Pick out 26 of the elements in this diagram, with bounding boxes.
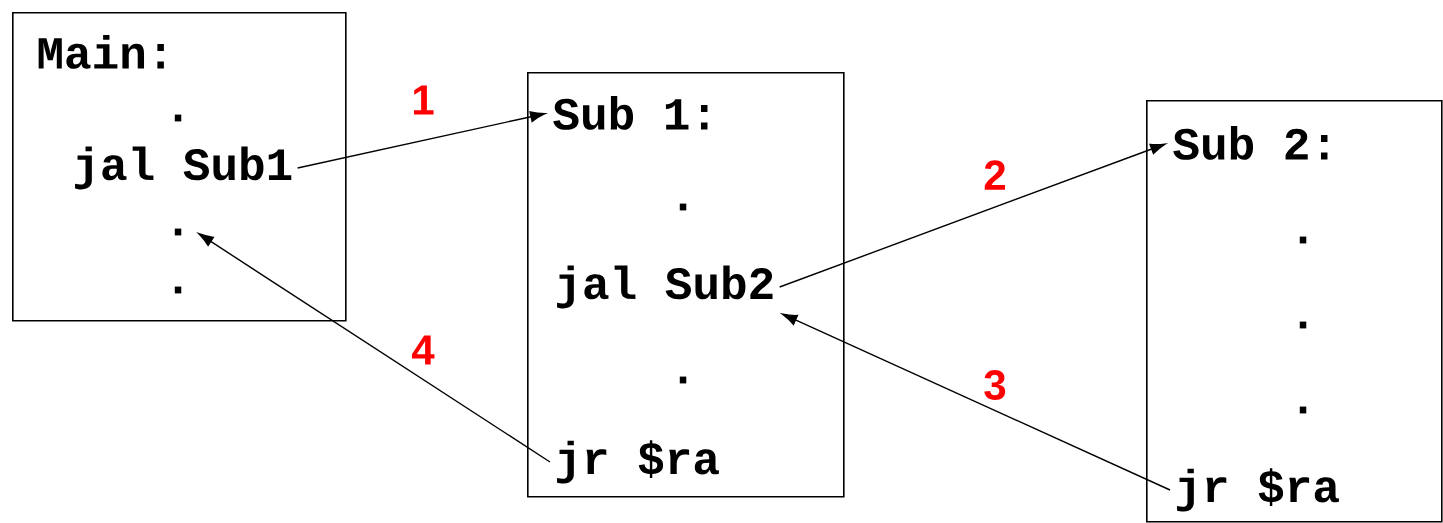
code-line: jal Sub2	[557, 265, 773, 309]
code-line: jr $ra	[557, 440, 719, 484]
code-line: .	[1299, 236, 1307, 244]
code-line: jr $ra	[1177, 468, 1339, 512]
step-number: 1	[413, 85, 434, 115]
arrow	[296, 111, 546, 169]
code-line: .	[174, 228, 182, 236]
code-line: .	[174, 286, 182, 294]
code-line: Sub 2:	[1173, 126, 1328, 160]
code-line: .	[1299, 321, 1307, 329]
code-line: .	[174, 114, 182, 122]
code-line: Sub 1:	[553, 96, 708, 130]
code-line: .	[1299, 406, 1307, 414]
code-box	[12, 12, 347, 322]
step-number: 3	[984, 370, 1006, 400]
step-number: 4	[411, 335, 435, 365]
code-box	[1146, 100, 1443, 523]
code-line: Main:	[38, 35, 164, 69]
code-line: jal Sub1	[75, 146, 292, 190]
step-number: 2	[984, 160, 1005, 190]
code-line: .	[679, 203, 687, 211]
code-line: .	[679, 376, 687, 384]
arrow	[781, 313, 1171, 491]
code-box	[527, 72, 845, 498]
arrow	[778, 143, 1166, 288]
arrow	[198, 233, 551, 463]
